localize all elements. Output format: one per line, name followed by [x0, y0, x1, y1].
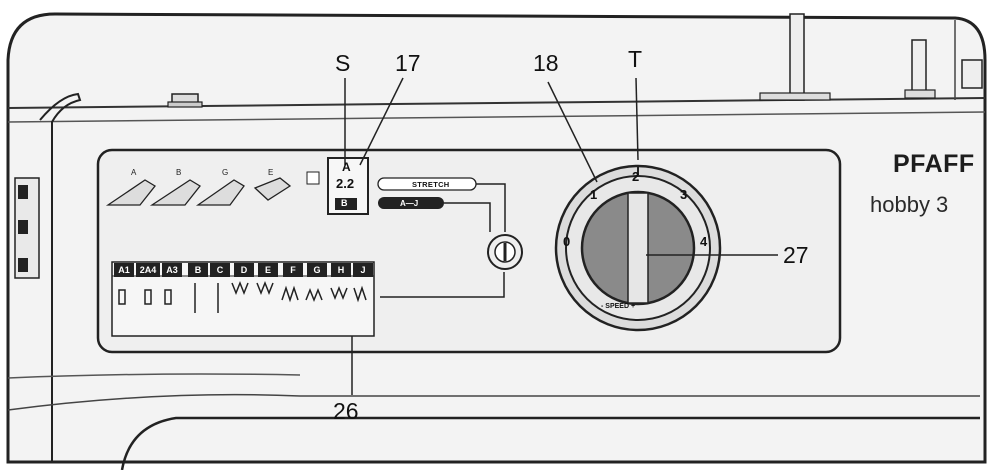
stitch-e-pattern: [256, 280, 274, 296]
dial-number-3: 3: [680, 187, 688, 202]
stitch-chart-c: C: [210, 263, 230, 277]
stitch-chart-e: E: [258, 263, 278, 277]
spool-pin-2: [911, 39, 927, 99]
callout-s: S: [335, 50, 351, 76]
stitch-f-pattern: [281, 285, 299, 303]
free-arm-edge: [120, 416, 980, 471]
scale-mark-2: [18, 220, 28, 234]
dial-number-4: 4: [700, 234, 708, 249]
callout-26: 26: [333, 398, 359, 424]
presser-foot-g-icon: [195, 179, 245, 206]
presser-foot-g-label: G: [222, 168, 229, 177]
right-latch: [961, 59, 983, 89]
dial-number-1: 1: [590, 187, 598, 202]
presser-foot-a-label: A: [131, 168, 137, 177]
left-arm-edge: [39, 92, 82, 462]
lower-body-line: [7, 373, 301, 379]
stitch-a1-pattern: [118, 289, 126, 305]
brand-name: PFAFF: [893, 150, 975, 178]
stitch-d-pattern: [231, 280, 249, 296]
range-label: A—J: [400, 199, 419, 208]
stitch-chart-d: D: [234, 263, 254, 277]
stitch-chart-g: G: [307, 263, 327, 277]
model-name: hobby 3: [870, 192, 949, 217]
stitch-chart-h: H: [331, 263, 351, 277]
stitch-chart-b: B: [188, 263, 208, 277]
callout-t: T: [628, 46, 643, 72]
range-pill: [378, 197, 444, 209]
selector-window-value: 2.2: [336, 176, 355, 191]
stitch-chart-2a4: 2A4: [136, 263, 160, 277]
presser-foot-e-icon: [253, 177, 292, 201]
dial-grip-bar: [627, 192, 649, 304]
stretch-label: STRETCH: [412, 180, 450, 189]
stitch-h-pattern: [330, 285, 348, 301]
scale-mark-3: [18, 258, 28, 272]
dial-number-0: 0: [563, 234, 571, 249]
stitch-chart-j: J: [353, 263, 373, 277]
top-knob-base: [167, 101, 203, 108]
spool-pin-1: [789, 13, 805, 101]
selector-window-bottom: B: [341, 198, 348, 208]
presser-foot-a-icon: [105, 179, 156, 206]
stitch-2a4-pattern: [144, 289, 152, 305]
range-connector: [444, 202, 491, 232]
selector-window-bottom-block: [335, 198, 357, 210]
callout-line-t: [635, 77, 639, 161]
side-mark-icon: [306, 171, 320, 185]
scale-mark-1: [18, 185, 28, 199]
chart-connector: [380, 272, 505, 298]
stitch-a3-pattern: [164, 289, 172, 305]
dial-speed-text: - SPEED +: [601, 303, 636, 310]
spool-pin-base: [904, 89, 936, 99]
stitch-chart-f: F: [283, 263, 303, 277]
callout-line-18: [547, 81, 598, 183]
presser-feet-group: [105, 177, 292, 206]
stitch-patterns: [118, 280, 367, 313]
lower-body-seam: [7, 393, 980, 411]
stitch-chart-a3: A3: [162, 263, 182, 277]
callout-17: 17: [395, 50, 421, 76]
presser-foot-b-icon: [149, 179, 201, 206]
callout-line-17: [359, 77, 404, 166]
presser-foot-e-label: E: [268, 168, 274, 177]
stitch-g-pattern: [305, 287, 323, 303]
presser-foot-b-label: B: [176, 168, 182, 177]
selector-window-top: A: [342, 160, 351, 174]
spool-pin-base-left: [759, 92, 831, 101]
top-surface-edge: [7, 111, 986, 123]
stitch-chart-a1: A1: [114, 263, 134, 277]
callout-18: 18: [533, 50, 559, 76]
stretch-connector: [476, 183, 506, 232]
dial-number-2: 2: [632, 169, 640, 184]
callout-27: 27: [783, 242, 809, 268]
stitch-j-pattern: [353, 285, 367, 303]
